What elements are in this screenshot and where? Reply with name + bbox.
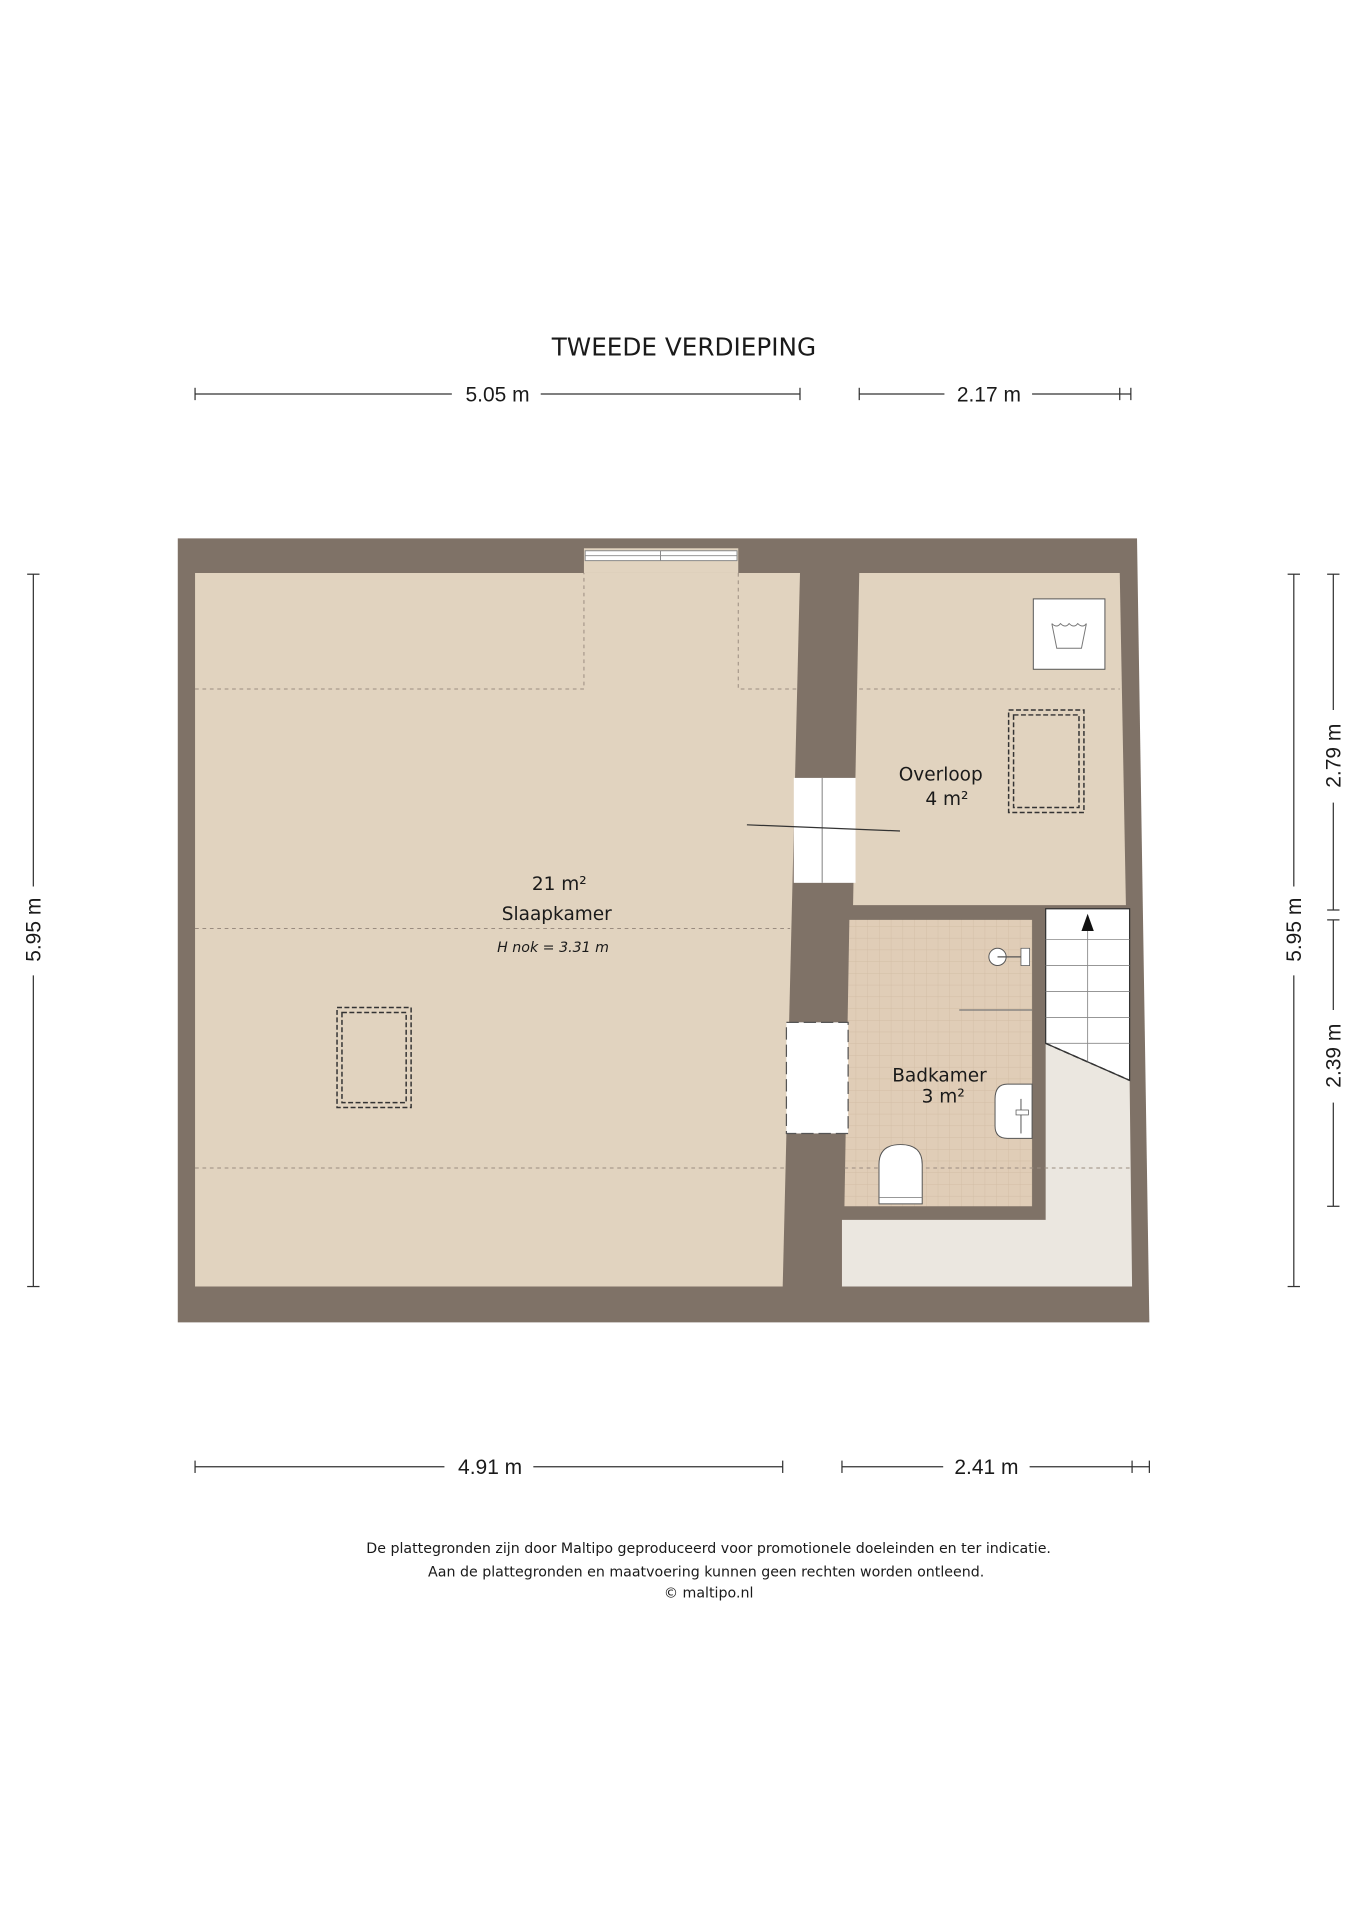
- shower-icon: [988, 947, 1030, 967]
- door-swing-line: [746, 824, 901, 832]
- dimension-top-right: [858, 387, 1132, 401]
- stair-direction-arrow-icon: [1081, 913, 1094, 931]
- door-slaapkamer-overloop[interactable]: [793, 777, 856, 883]
- dimension-top-left: [194, 387, 801, 401]
- badkamer-name: Badkamer: [892, 1066, 987, 1087]
- dimension-right-total: [1287, 573, 1300, 1288]
- overloop-name: Overloop: [899, 764, 983, 785]
- dimension-label: 5.05 m: [465, 383, 529, 406]
- dimension-bottom-right: [841, 1460, 1150, 1473]
- dimension-label: 4.91 m: [458, 1456, 522, 1479]
- dimension-right-split: [1327, 573, 1340, 1207]
- room-badkamer: [844, 919, 1033, 1207]
- staircase: [1045, 908, 1131, 1082]
- dimension-label: 2.79 m: [1323, 724, 1346, 788]
- badkamer-area: 3 m²: [922, 1087, 965, 1108]
- dimension-label: 5.95 m: [23, 898, 46, 962]
- dimension-label: 2.17 m: [957, 383, 1021, 406]
- overloop-area: 4 m²: [925, 789, 968, 810]
- dimension-label: 2.39 m: [1323, 1024, 1346, 1088]
- dimension-label: 5.95 m: [1283, 898, 1306, 962]
- dimension-label: 2.41 m: [954, 1456, 1018, 1479]
- washing-machine-icon: [1032, 598, 1106, 670]
- disclaimer-line-1: De plattegronden zijn door Maltipo gepro…: [366, 1541, 1051, 1557]
- dimension-left: [27, 573, 40, 1288]
- copyright: © maltipo.nl: [664, 1586, 754, 1602]
- plan-title: TWEEDE VERDIEPING: [551, 333, 816, 362]
- door-badkamer[interactable]: [785, 1021, 849, 1135]
- washbasin-icon: [994, 1083, 1033, 1139]
- toilet-icon: [878, 1144, 923, 1205]
- disclaimer-line-2: Aan de plattegronden en maatvoering kunn…: [428, 1565, 984, 1581]
- dimension-bottom-left: [194, 1460, 784, 1473]
- window-frame: [584, 550, 738, 562]
- room-slaapkamer: [195, 572, 800, 1287]
- slaapkamer-ridge-height: H nok = 3.31 m: [497, 940, 609, 956]
- slaapkamer-area: 21 m²: [532, 874, 587, 895]
- stair-void-area: [841, 1043, 1133, 1287]
- skylight-slaapkamer: [336, 1006, 412, 1109]
- skylight-overloop: [1007, 709, 1085, 814]
- slaapkamer-name: Slaapkamer: [502, 904, 612, 925]
